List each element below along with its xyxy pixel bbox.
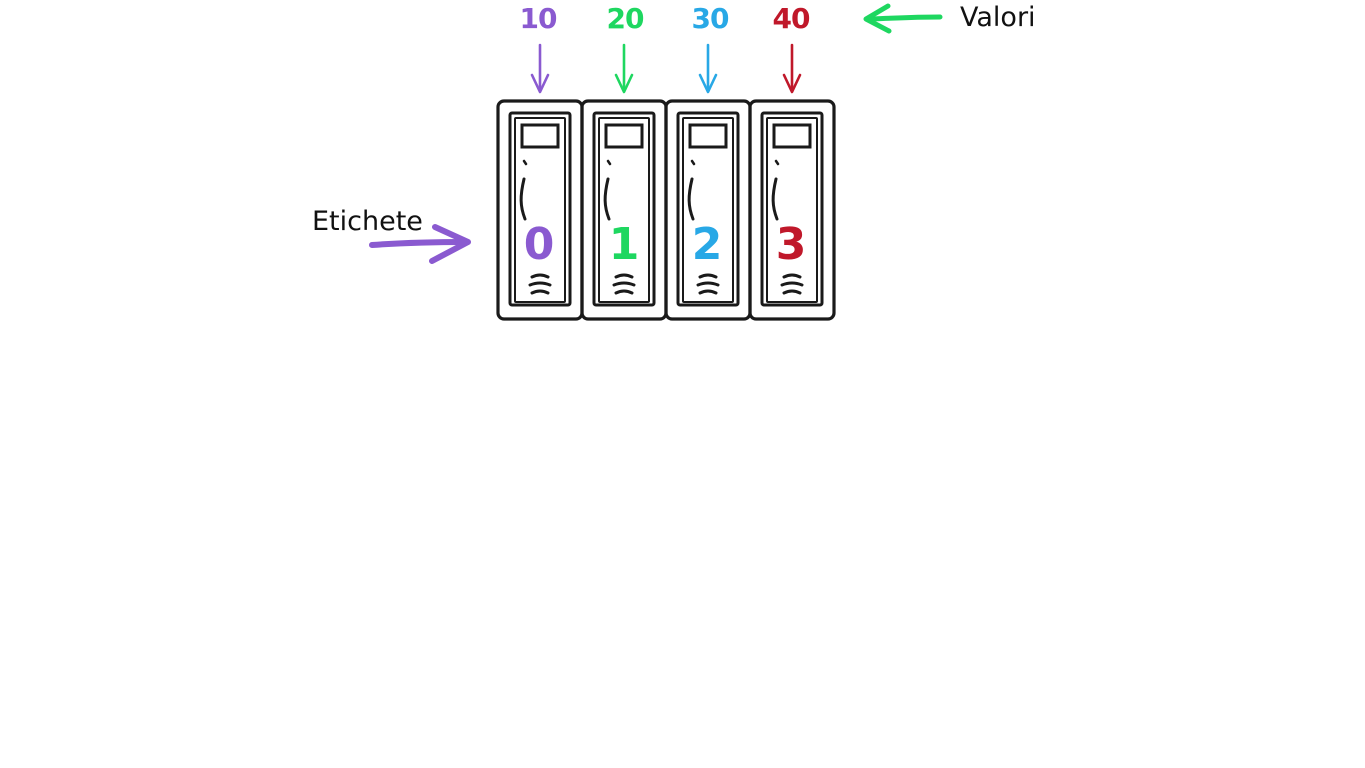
locker-bottom-vent xyxy=(782,273,802,279)
locker-handle-dot xyxy=(606,159,612,166)
locker-bottom-vent xyxy=(530,273,550,279)
locker-1 xyxy=(580,99,668,321)
locker-handle xyxy=(603,177,611,221)
value-arrow-2 xyxy=(698,43,718,94)
locker-index-3: 3 xyxy=(775,219,807,270)
locker-handle xyxy=(687,177,695,221)
locker-bottom-vent xyxy=(782,289,802,295)
value-arrow-3 xyxy=(782,43,802,94)
lockers-group xyxy=(496,99,836,321)
locker-index-1: 1 xyxy=(608,219,640,270)
locker-bottom-vent xyxy=(528,281,552,287)
locker-2 xyxy=(664,99,752,321)
locker-vent xyxy=(604,123,644,149)
locker-value-3: 40 xyxy=(772,2,811,35)
locker-bottom-vent xyxy=(530,289,550,295)
locker-door xyxy=(508,111,572,307)
locker-bottom-vent xyxy=(780,281,804,287)
locker-door xyxy=(592,111,656,307)
value-arrow-0 xyxy=(530,43,550,94)
locker-bottom-vent xyxy=(614,289,634,295)
locker-index-2: 2 xyxy=(691,219,723,270)
locker-door-inner xyxy=(598,117,650,303)
locker-door-inner xyxy=(766,117,818,303)
values-arrow xyxy=(863,3,943,34)
locker-handle-dot xyxy=(690,159,696,166)
locker-vent xyxy=(520,123,560,149)
locker-frame xyxy=(748,99,836,321)
locker-door xyxy=(676,111,740,307)
locker-value-2: 30 xyxy=(691,2,730,35)
values-caption: Valori xyxy=(960,2,1036,33)
locker-vent xyxy=(772,123,812,149)
locker-vent xyxy=(688,123,728,149)
locker-door-inner xyxy=(682,117,734,303)
locker-3 xyxy=(748,99,836,321)
locker-value-0: 10 xyxy=(519,2,558,35)
value-arrow-1 xyxy=(614,43,634,94)
locker-handle xyxy=(519,177,527,221)
locker-door-inner xyxy=(514,117,566,303)
locker-0 xyxy=(496,99,584,321)
locker-handle-dot xyxy=(774,159,780,166)
locker-door xyxy=(760,111,824,307)
labels-arrow xyxy=(369,224,471,264)
locker-handle xyxy=(771,177,779,221)
locker-bottom-vent xyxy=(612,281,636,287)
locker-bottom-vent xyxy=(698,273,718,279)
locker-index-0: 0 xyxy=(523,219,555,270)
locker-bottom-vent xyxy=(614,273,634,279)
labels-caption: Etichete xyxy=(312,206,423,237)
locker-bottom-vent xyxy=(696,281,720,287)
locker-value-1: 20 xyxy=(606,2,645,35)
locker-bottom-vent xyxy=(698,289,718,295)
value-arrows-group xyxy=(530,43,802,94)
locker-handle-dot xyxy=(522,159,528,166)
